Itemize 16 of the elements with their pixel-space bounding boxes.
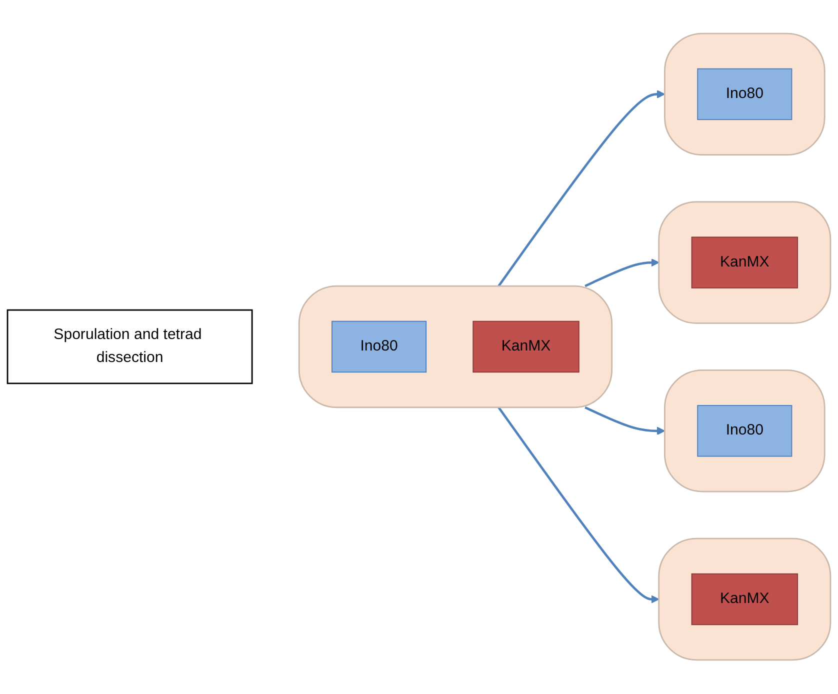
cluster bbox=[664, 33, 826, 156]
cluster bbox=[298, 286, 613, 408]
node-box: Sporulation and tetrad dissection bbox=[6, 310, 253, 384]
cluster bbox=[658, 538, 832, 661]
node-box: Ino80 bbox=[332, 321, 427, 373]
node-box: KanMX bbox=[472, 321, 580, 373]
node-box: KanMX bbox=[691, 236, 798, 289]
arrow bbox=[584, 258, 660, 288]
node-box: KanMX bbox=[691, 574, 798, 626]
node-box: Ino80 bbox=[697, 405, 792, 458]
cluster bbox=[658, 201, 832, 324]
arrow bbox=[498, 90, 666, 288]
node-box: Ino80 bbox=[697, 68, 792, 120]
cluster bbox=[664, 370, 826, 493]
arrow bbox=[584, 406, 666, 436]
arrow bbox=[498, 406, 660, 604]
